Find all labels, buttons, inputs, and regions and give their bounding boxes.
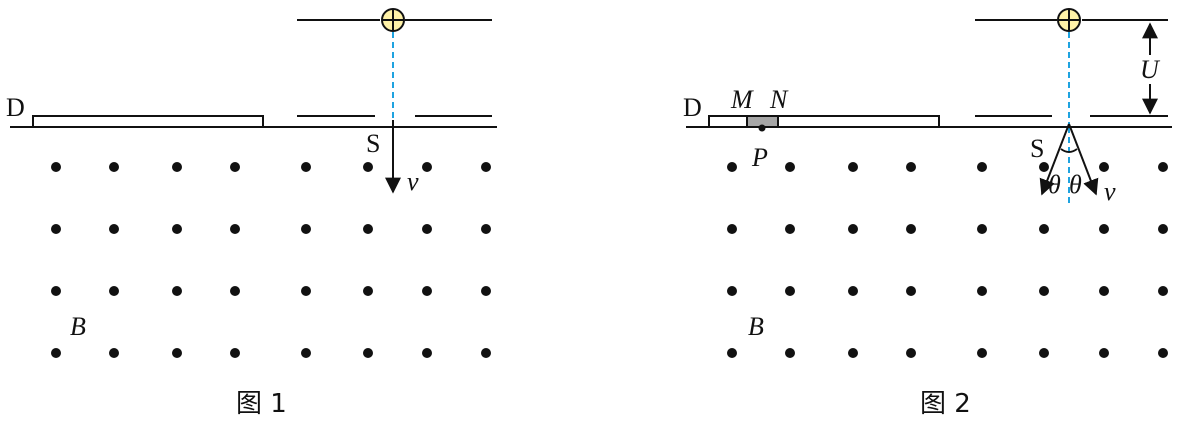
field-dot [230,348,240,358]
field-dot [230,162,240,172]
field-dot [1039,224,1049,234]
field-dot [301,286,311,296]
field-dot [1158,286,1168,296]
field-dot [785,348,795,358]
plate-label: D [6,93,25,122]
angle-arc [1060,148,1078,153]
field-dot [172,286,182,296]
field-dot [172,348,182,358]
field-dot [481,224,491,234]
field-label: B [748,312,764,341]
magnetic-field-dots [727,162,1168,358]
field-dot [172,162,182,172]
edge-n-label: N [769,85,789,114]
point-p-label: P [751,143,768,172]
field-dot [727,224,737,234]
field-dot [109,348,119,358]
field-label: B [70,312,86,341]
field-dot [363,286,373,296]
field-dot [785,224,795,234]
velocity-arrow-left [1039,123,1070,196]
field-dot [51,348,61,358]
field-dot [109,162,119,172]
field-dot [422,348,432,358]
velocity-label: v [1104,177,1116,206]
field-dot [977,224,987,234]
detector-plate [32,115,264,128]
field-dot [906,286,916,296]
field-dot [1099,162,1109,172]
edge-m-label: M [730,85,754,114]
ion-source-icon [381,8,405,32]
field-dot [727,162,737,172]
field-dot [301,348,311,358]
field-dot [1158,348,1168,358]
ion-source-icon [1057,8,1081,32]
field-dot [172,224,182,234]
field-dot [1099,224,1109,234]
figure-2: U D M N P S θ θ v B 图 2 [683,8,1172,419]
field-dot [977,348,987,358]
field-dot [422,162,432,172]
field-dot [230,286,240,296]
field-dot [109,286,119,296]
field-dot [785,286,795,296]
field-dot [785,162,795,172]
field-dot [1039,286,1049,296]
plate-label: D [683,93,702,122]
slit-label: S [366,129,380,158]
field-dot [109,224,119,234]
field-dot [51,286,61,296]
field-dot [906,224,916,234]
slit-label: S [1030,134,1044,163]
voltage-label: U [1140,55,1161,84]
angle-right-label: θ [1069,170,1082,199]
field-dot [363,348,373,358]
point-p-marker [758,124,766,132]
field-dot [422,224,432,234]
field-dot [481,162,491,172]
figure-1: D S v B 图 1 [6,8,497,419]
field-dot [977,162,987,172]
field-dot [727,286,737,296]
magnetic-field-dots [51,162,491,358]
velocity-arrow-right [1068,123,1099,196]
field-dot [51,224,61,234]
field-dot [1099,286,1109,296]
field-dot [301,224,311,234]
field-dot [848,348,858,358]
field-dot [1039,348,1049,358]
field-dot [363,224,373,234]
field-dot [848,162,858,172]
field-dot [906,348,916,358]
field-dot [301,162,311,172]
field-dot [727,348,737,358]
field-dot [1158,224,1168,234]
field-dot [906,162,916,172]
field-dot [51,162,61,172]
field-dot [422,286,432,296]
field-dot [848,224,858,234]
field-dot [848,286,858,296]
field-dot [230,224,240,234]
angle-left-label: θ [1048,170,1061,199]
field-dot [977,286,987,296]
detector-plate [708,115,940,128]
field-dot [363,162,373,172]
field-dot [1039,162,1049,172]
caption-figure-2: 图 2 [920,389,971,419]
field-dot [481,286,491,296]
field-dot [1158,162,1168,172]
velocity-label: v [407,167,419,196]
field-dot [1099,348,1109,358]
field-dot [481,348,491,358]
caption-figure-1: 图 1 [236,389,287,419]
